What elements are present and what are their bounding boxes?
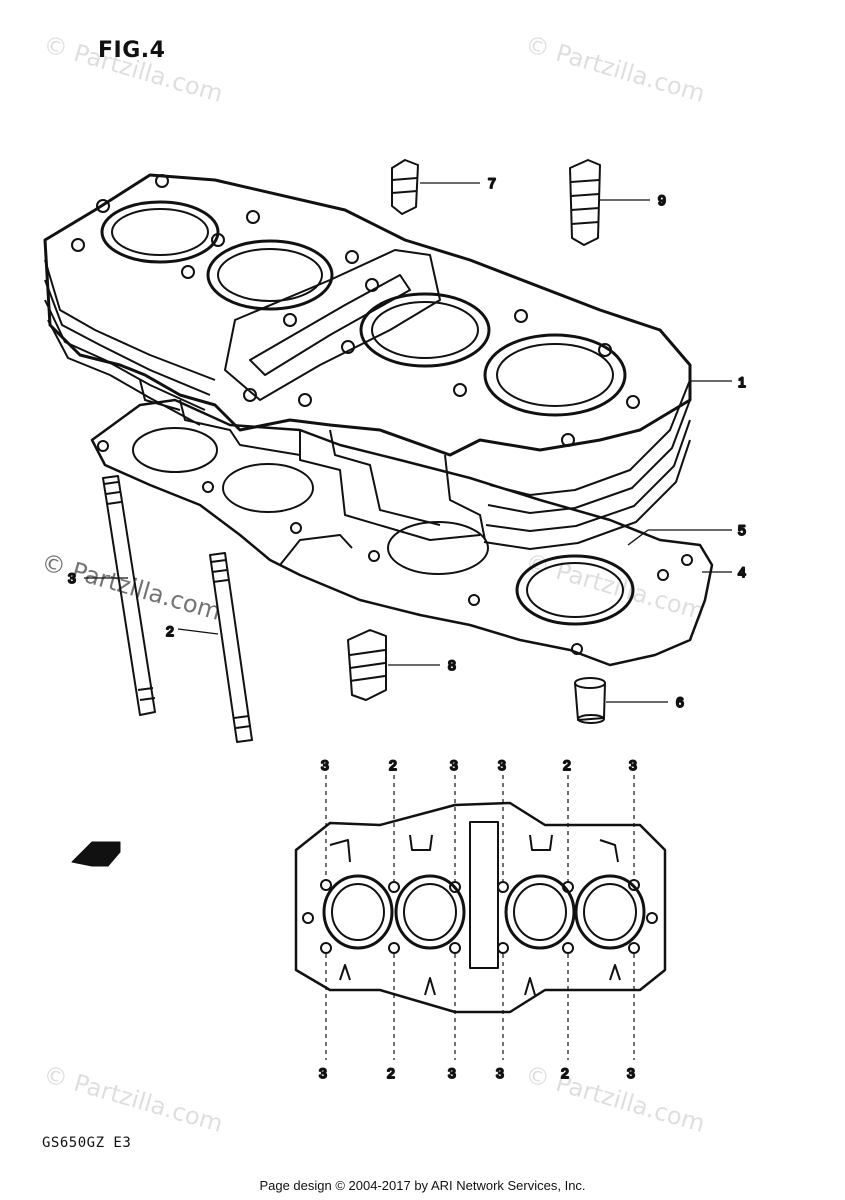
layout-bottom-label: 3 (496, 1065, 504, 1081)
callout-7: 7 (488, 175, 496, 191)
dowel-pin-drawing (574, 677, 606, 724)
callout-5: 5 (738, 522, 746, 538)
cylinder-drawing (43, 173, 692, 550)
layout-bottom-label: 2 (561, 1065, 569, 1081)
layout-top-label: 3 (450, 757, 458, 773)
callout-3: 3 (68, 570, 76, 586)
layout-top-label: 3 (321, 757, 329, 773)
layout-top-label: 3 (498, 757, 506, 773)
base-gasket-drawing (90, 398, 714, 667)
layout-leader-lines (325, 775, 635, 1060)
fwd-arrow-icon: FWD (71, 841, 121, 867)
model-code: GS650GZ E3 (42, 1135, 132, 1151)
base-layout-drawing (294, 801, 667, 1014)
damper-drawings (347, 159, 601, 701)
callout-4: 4 (738, 564, 746, 580)
figure-title: FIG.4 (98, 38, 166, 63)
layout-bottom-label: 3 (627, 1065, 635, 1081)
callout-6: 6 (676, 694, 684, 710)
leader-lines (84, 182, 732, 703)
layout-top-label: 3 (629, 757, 637, 773)
layout-bottom-label: 2 (387, 1065, 395, 1081)
callout-2: 2 (166, 623, 174, 639)
stud-drawings (102, 475, 253, 743)
callout-8: 8 (448, 657, 456, 673)
layout-top-label: 2 (563, 757, 571, 773)
callout-1: 1 (738, 374, 746, 390)
layout-top-label: 2 (389, 757, 397, 773)
layout-bottom-label: 3 (319, 1065, 327, 1081)
page-footer: Page design © 2004-2017 by ARI Network S… (259, 1178, 586, 1193)
callout-9: 9 (658, 192, 666, 208)
layout-bottom-label: 3 (448, 1065, 456, 1081)
